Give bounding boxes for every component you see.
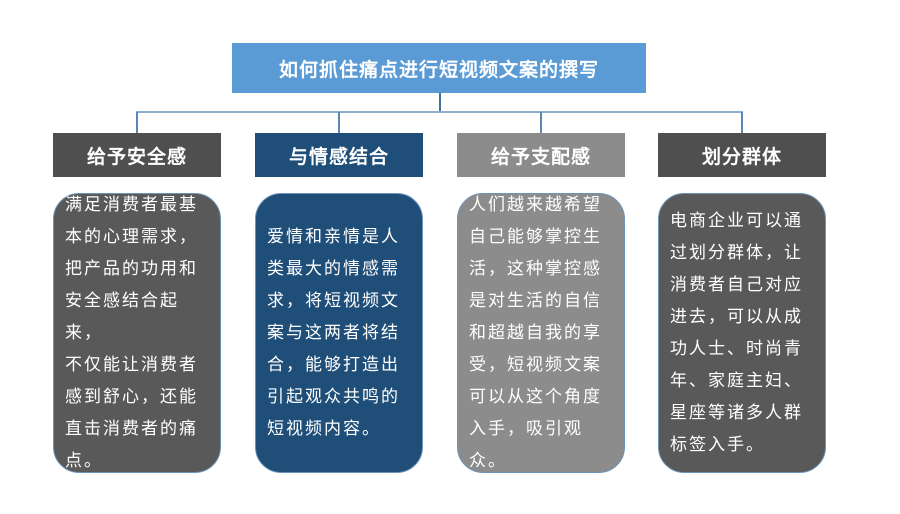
column-body-groups: 电商企业可以通 过划分群体，让 消费者自己对应 进去，可以从成 功人士、时尚青 … [658, 193, 826, 473]
column-body-emotion: 爱情和亲情是人 类最大的情感需 求，将短视频文 案与这两者将结 合，能够打造出 … [255, 193, 423, 473]
column-body-control: 人们越来越希望 自己能够掌控生 活，这种掌控感 是对生活的自信 和超越自我的享 … [457, 193, 625, 473]
column-header-security: 给予安全感 [53, 133, 221, 177]
connector-horizontal-line [136, 111, 743, 113]
connector-drop-emotion [338, 112, 340, 133]
column-header-control: 给予支配感 [457, 133, 625, 177]
column-body-security: 满足消费者最基 本的心理需求， 把产品的功用和 安全感结合起来， 不仅能让消费者… [53, 193, 221, 473]
connector-drop-security [136, 112, 138, 133]
connector-drop-groups [741, 112, 743, 133]
connector-drop-control [540, 112, 542, 133]
slide-title: 如何抓住痛点进行短视频文案的撰写 [232, 43, 646, 93]
column-header-groups: 划分群体 [658, 133, 826, 177]
column-header-emotion: 与情感结合 [255, 133, 423, 177]
connector-title-stem [439, 93, 441, 112]
